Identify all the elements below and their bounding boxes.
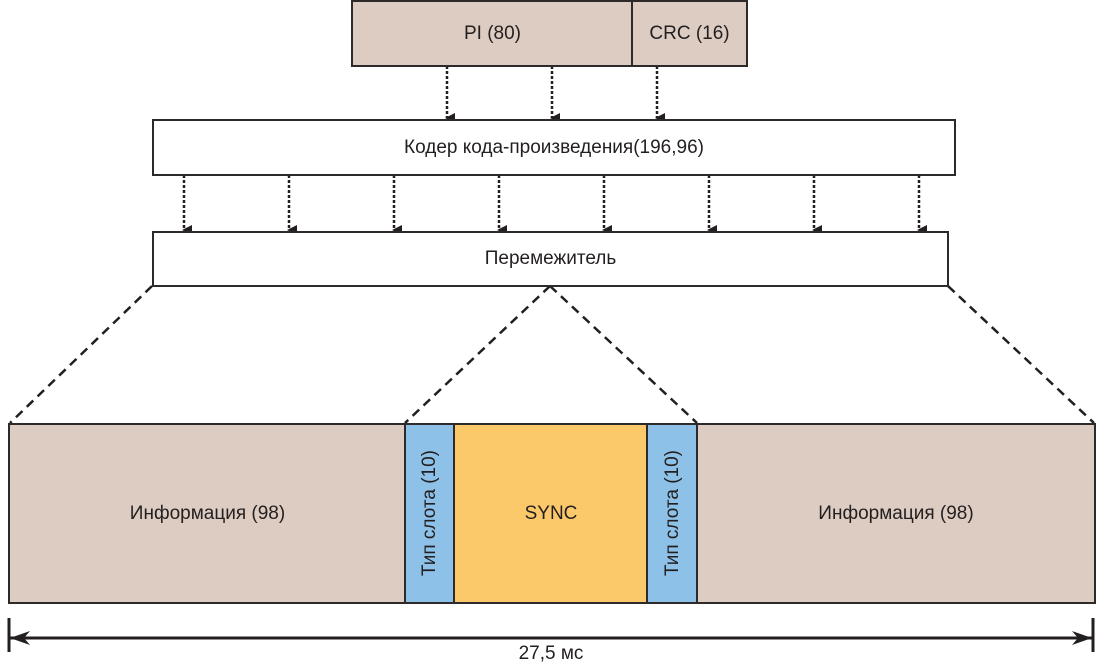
expand-line-right-outer xyxy=(947,285,1095,424)
pi-field: PI (80) xyxy=(351,0,634,67)
expand-line-left-outer xyxy=(9,285,153,424)
info-block-left: Информация (98) xyxy=(8,423,407,604)
sync-label: SYNC xyxy=(524,502,578,524)
slot-type-right-label: Тип слота (10) xyxy=(661,450,683,577)
crc-field: CRC (16) xyxy=(631,0,748,67)
crc-field-label: CRC (16) xyxy=(649,22,730,44)
encoder-label: Кодер кода-произведения(196,96) xyxy=(404,136,704,158)
interleaver-block: Перемежитель xyxy=(152,231,949,287)
slot-type-right: Тип слота (10) xyxy=(646,423,699,604)
duration-label: 27,5 мс xyxy=(518,643,584,664)
info-block-right: Информация (98) xyxy=(696,423,1096,604)
slot-type-left: Тип слота (10) xyxy=(404,423,456,604)
info-right-label: Информация (98) xyxy=(818,502,974,524)
sync-block: SYNC xyxy=(453,423,649,604)
expand-line-left-inner xyxy=(404,285,551,424)
info-left-label: Информация (98) xyxy=(129,502,286,524)
encoder-block: Кодер кода-произведения(196,96) xyxy=(152,119,956,176)
expand-line-right-inner xyxy=(549,285,698,424)
interleaver-label: Перемежитель xyxy=(484,248,617,269)
pi-field-label: PI (80) xyxy=(463,22,522,44)
slot-type-left-label: Тип слота (10) xyxy=(419,450,440,577)
